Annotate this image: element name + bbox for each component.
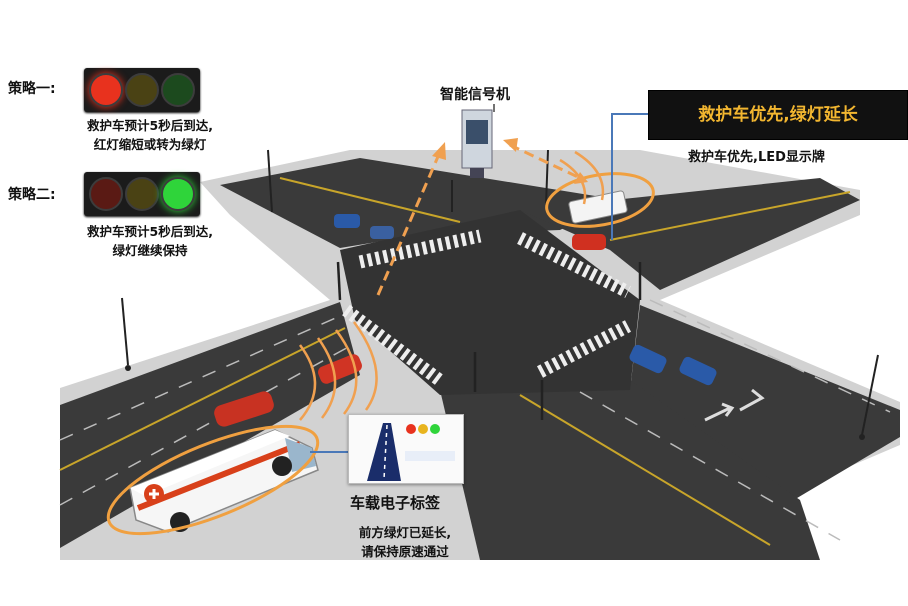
wireless-wave bbox=[316, 337, 337, 419]
caption-line: 前方绿灯已延长, bbox=[358, 525, 452, 540]
signal-arrow-head bbox=[432, 142, 446, 160]
crosswalk bbox=[342, 304, 446, 388]
street-lamp bbox=[545, 149, 549, 206]
car-blue bbox=[679, 356, 717, 386]
street-lamp bbox=[267, 149, 273, 213]
lane-line bbox=[59, 327, 346, 471]
car-red bbox=[214, 391, 274, 427]
lane-line bbox=[279, 177, 461, 223]
ambulance-highlight-ring bbox=[545, 172, 655, 228]
red-lamp bbox=[89, 73, 123, 107]
green-lamp bbox=[161, 177, 195, 211]
lane-line bbox=[609, 191, 851, 241]
wireless-wave bbox=[574, 150, 605, 201]
street-lamp bbox=[859, 354, 879, 440]
lane-line bbox=[649, 299, 891, 413]
street-lamp bbox=[121, 297, 131, 371]
connector-line bbox=[611, 113, 648, 240]
vehicle-tag-graphic bbox=[367, 423, 455, 481]
lane-line bbox=[519, 394, 771, 546]
yellow-lamp bbox=[125, 177, 159, 211]
caption-line: 请保持原速通过 bbox=[361, 544, 449, 559]
crosswalk bbox=[536, 320, 632, 378]
yellow-lamp bbox=[125, 73, 159, 107]
traffic-light-strategy1 bbox=[84, 68, 200, 112]
lane-line bbox=[59, 344, 353, 506]
strategy2-caption: 救护车预计5秒后到达, 绿灯继续保持 bbox=[52, 222, 248, 260]
wireless-wave bbox=[334, 329, 358, 415]
caption-line: 救护车预计5秒后到达, bbox=[87, 224, 213, 239]
led-board-text: 救护车优先,绿灯延长 bbox=[698, 105, 858, 125]
road-arrow bbox=[739, 388, 765, 412]
green-lamp bbox=[161, 73, 195, 107]
strategy2-title: 策略二: bbox=[8, 187, 56, 203]
car-red bbox=[318, 354, 362, 384]
vehicle-tag-message: 前方绿灯已延长, 请保持原速通过 bbox=[318, 523, 492, 561]
signal-cabinet bbox=[461, 104, 495, 178]
traffic-light-strategy2 bbox=[84, 172, 200, 216]
signal-pole bbox=[336, 261, 342, 301]
road-south bbox=[440, 380, 820, 560]
signal-arrow-head bbox=[503, 138, 518, 152]
vehicle-tag-card bbox=[348, 414, 464, 484]
wireless-wave bbox=[352, 321, 378, 411]
led-display-board: 救护车优先,绿灯延长 bbox=[648, 90, 908, 140]
car-blue bbox=[334, 214, 360, 228]
caption-line: 救护车预计5秒后到达, bbox=[87, 118, 213, 133]
car-red bbox=[572, 234, 606, 250]
signal-arrow bbox=[376, 151, 442, 296]
red-lamp bbox=[89, 177, 123, 211]
signal-machine-label: 智能信号机 bbox=[440, 87, 510, 103]
wireless-wave bbox=[298, 344, 317, 421]
signal-arrow bbox=[509, 143, 581, 180]
car-blue bbox=[370, 226, 394, 239]
ambulance-highlight-ring bbox=[106, 424, 320, 536]
vehicle-tag-title: 车载电子标签 bbox=[350, 494, 441, 512]
led-display-caption: 救护车优先,LED显示牌 bbox=[688, 150, 825, 165]
signal-arrow-head bbox=[574, 172, 588, 184]
road-arrow bbox=[704, 402, 735, 422]
strategy1-caption: 救护车预计5秒后到达, 红灯缩短或转为绿灯 bbox=[52, 116, 248, 154]
caption-line: 红灯缩短或转为绿灯 bbox=[93, 137, 207, 152]
ambulance bbox=[129, 429, 319, 533]
road-east bbox=[630, 305, 900, 520]
car-blue bbox=[629, 344, 667, 374]
strategy1-title: 策略一: bbox=[8, 81, 56, 97]
caption-line: 绿灯继续保持 bbox=[112, 243, 188, 258]
